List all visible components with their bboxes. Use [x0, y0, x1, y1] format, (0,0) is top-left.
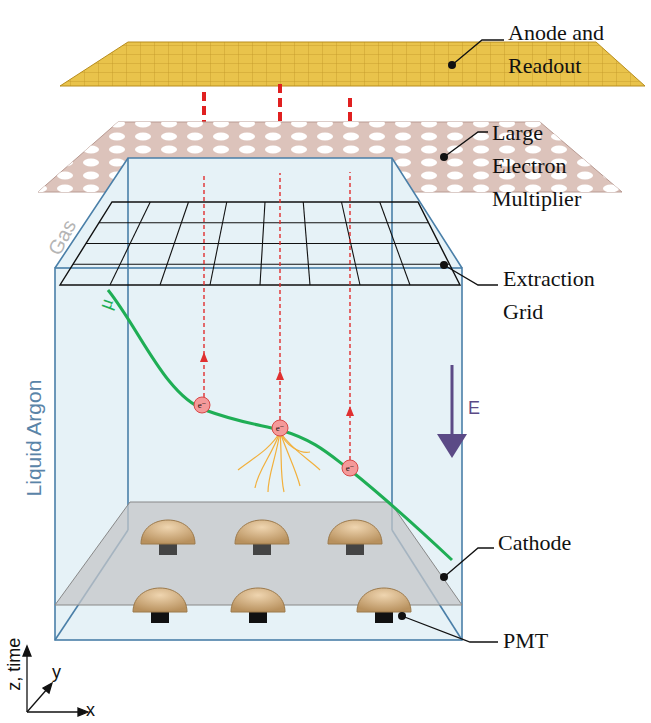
region-label: Liquid Argon	[22, 380, 46, 497]
shower	[238, 432, 320, 492]
axes	[23, 646, 88, 716]
part-label: Large Electron Multiplier	[492, 116, 622, 215]
muon-track	[108, 290, 452, 560]
electron-label: e⁻	[198, 400, 207, 410]
part-label: Anode and Readout	[508, 16, 648, 82]
part-label: PMT	[503, 628, 548, 653]
field-label: E	[468, 398, 480, 419]
extraction-grid	[60, 202, 460, 285]
pmt-array	[133, 520, 411, 623]
axis-label: y	[52, 662, 61, 683]
cryostat-outline	[55, 158, 462, 640]
electron	[194, 397, 358, 476]
electron-label: e⁻	[346, 463, 355, 473]
part-label: Extraction Grid	[503, 262, 633, 328]
axis-label: z, time	[4, 637, 25, 690]
part-label: Cathode	[498, 530, 571, 555]
field-arrow	[451, 365, 454, 452]
axis-label: x	[86, 700, 95, 721]
electron-label: e⁻	[276, 423, 285, 433]
